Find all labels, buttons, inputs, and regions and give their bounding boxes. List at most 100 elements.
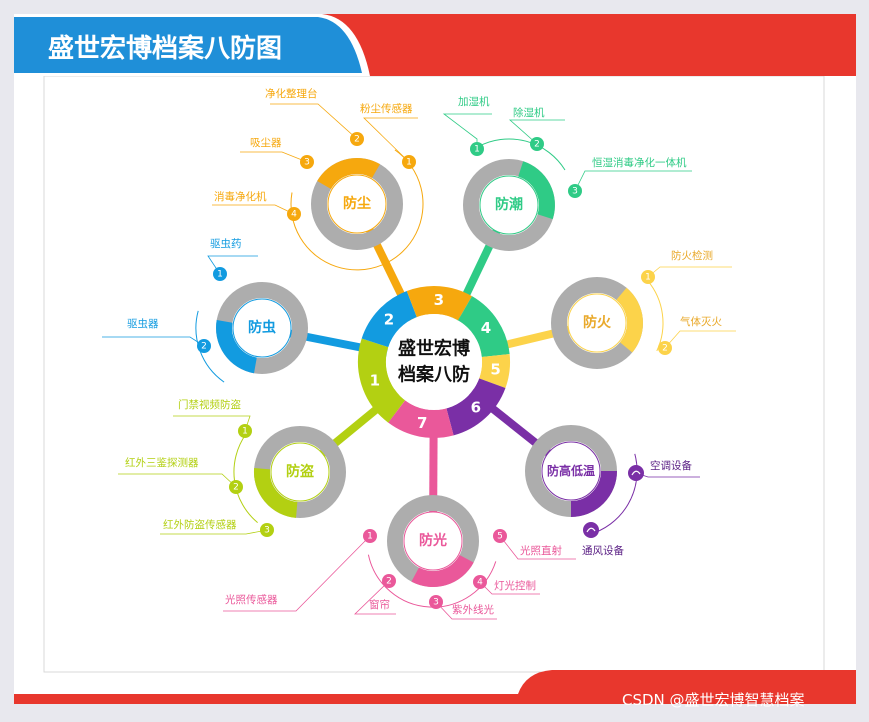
- hub-light: 防光: [387, 495, 479, 588]
- center-segment-3: [406, 286, 472, 321]
- hub-insect: 防虫: [216, 282, 308, 374]
- item-number-dot: [238, 424, 252, 438]
- item-number: 1: [217, 270, 223, 280]
- hub-label: 防虫: [248, 319, 276, 336]
- callout-line: [499, 535, 576, 560]
- callout-item: 1 驱虫药: [207, 238, 258, 281]
- item-label: 窗帘: [369, 598, 390, 611]
- watermark-text: CSDN @盛世宏博智慧档案: [622, 691, 805, 709]
- item-label: 恒湿消毒净化一体机: [592, 156, 687, 169]
- item-number-dot: [213, 267, 227, 281]
- item-number-dot: [429, 595, 443, 609]
- callout-item: 2 气体灭火: [658, 315, 736, 355]
- callout-line: [223, 535, 371, 612]
- callout-item: 5 光照直射: [493, 529, 576, 560]
- item-number: 3: [572, 187, 578, 197]
- item-number: 1: [474, 145, 480, 155]
- hub-moisture: 防潮: [463, 159, 555, 251]
- callout-item: 3 紫外线光: [429, 595, 497, 620]
- item-label: 红外防盗传感器: [163, 518, 237, 531]
- center-title-line2: 档案八防: [398, 364, 470, 386]
- item-number-dot: [530, 137, 544, 151]
- item-label: 气体灭火: [680, 315, 722, 328]
- fan-icon-glyph: [631, 470, 641, 476]
- item-number: 1: [242, 427, 248, 437]
- hub-fill-arc: [216, 320, 258, 374]
- item-number: 3: [264, 526, 270, 536]
- item-number: 5: [497, 532, 503, 542]
- center-segment-1: [357, 338, 406, 423]
- footer-red-band: [14, 694, 856, 704]
- item-number-dot: [363, 529, 377, 543]
- center-title-line1: 盛世宏博: [398, 338, 470, 360]
- item-number: 2: [354, 135, 360, 145]
- hub-label: 防尘: [343, 195, 371, 212]
- callout-item: 1 光照传感器: [223, 529, 377, 612]
- hub-inner-circle: [232, 298, 292, 358]
- item-label: 通风设备: [582, 544, 624, 557]
- item-number: 2: [534, 140, 540, 150]
- center-segment-number: 7: [417, 414, 427, 432]
- hub-inner-circle: [541, 441, 601, 501]
- page-title: 盛世宏博档案八防图: [48, 33, 282, 64]
- item-number: 3: [433, 598, 439, 608]
- item-label: 驱虫药: [210, 238, 242, 250]
- callout-item: 2 除湿机: [508, 106, 565, 151]
- hub-label: 防盗: [286, 463, 315, 480]
- item-number-dot: [382, 574, 396, 588]
- item-number-dot: [493, 529, 507, 543]
- callout-item: 通风设备: [582, 522, 624, 557]
- callout-line: [363, 117, 418, 163]
- header-blue-banner: [14, 17, 362, 73]
- hub-inner-circle: [270, 442, 330, 502]
- callout-line: [664, 330, 736, 349]
- item-label: 紫外线光: [452, 603, 494, 616]
- item-number-dot: [300, 155, 314, 169]
- callout-line: [270, 103, 358, 140]
- item-number: 1: [367, 532, 373, 542]
- item-number: 2: [662, 344, 668, 354]
- hub-inner-circle: [567, 293, 627, 353]
- item-label: 吸尘器: [250, 137, 282, 149]
- callout-item: 空调设备: [628, 459, 700, 481]
- item-number-dot: [402, 155, 416, 169]
- center-segment-number: 2: [384, 310, 394, 328]
- hub-inner-circle: [327, 174, 387, 234]
- callout-item: 3 吸尘器: [240, 137, 314, 169]
- fan-icon: [628, 465, 644, 481]
- item-number: 3: [304, 158, 310, 168]
- center-segment-number: 3: [434, 291, 444, 309]
- item-label: 门禁视频防盗: [178, 398, 241, 411]
- vent-icon: [583, 522, 599, 538]
- center-segment-number: 6: [471, 399, 481, 417]
- callout-line: [435, 601, 497, 620]
- item-label: 光照直射: [520, 544, 562, 557]
- hub-fill-arc: [517, 161, 555, 220]
- hub-fill-arc: [411, 554, 474, 588]
- item-number: 4: [291, 210, 297, 220]
- footer-red-tab: [518, 670, 856, 704]
- item-label: 除湿机: [513, 106, 545, 119]
- hub-label: 防高低温: [547, 463, 595, 478]
- item-number-dot: [470, 142, 484, 156]
- eight-protection-diagram: 防尘防潮防火防高低温防光防盗防虫1234567盛世宏博档案八防1粉尘传感器2净化…: [102, 87, 736, 620]
- hub-fill-arc: [615, 287, 643, 353]
- item-number-dot: [641, 270, 655, 284]
- center-segment-number: 4: [481, 319, 491, 337]
- item-label: 光照传感器: [225, 593, 278, 606]
- item-number-dot: [473, 575, 487, 589]
- item-number-dot: [350, 132, 364, 146]
- item-number-dot: [658, 341, 672, 355]
